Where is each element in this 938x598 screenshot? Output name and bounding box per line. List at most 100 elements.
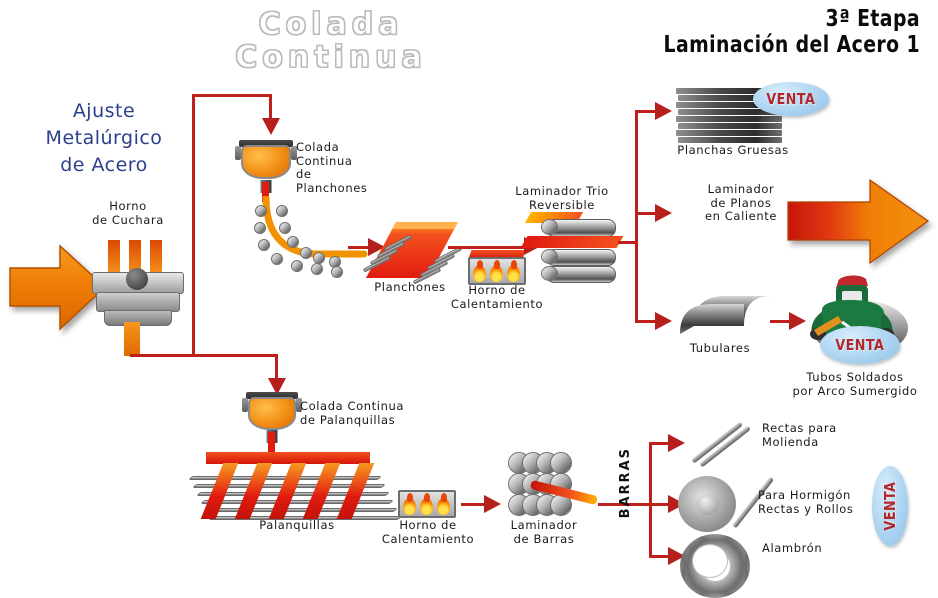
- caster-roller: [276, 205, 288, 217]
- label-plates: Planchas Gruesas: [677, 143, 789, 157]
- ladle-furnace-body: [96, 292, 180, 312]
- label-bar-mill: Laminador de Barras: [510, 518, 578, 546]
- ladle-furnace-hub: [126, 268, 148, 290]
- label-hot-strip-mill: Laminador de Planos en Caliente: [704, 182, 778, 223]
- label-slabs: Planchones: [374, 280, 446, 294]
- venta-badge-plates: VENTA: [753, 82, 829, 116]
- venta-badge-rebar: VENTA: [872, 466, 908, 546]
- arrow-to-tubulars: [655, 312, 672, 330]
- flame-icon: [473, 260, 486, 282]
- electrode: [108, 240, 120, 276]
- arrow-to-welded-pipes: [789, 312, 806, 330]
- ladle-body: [241, 145, 291, 180]
- arrow-into-billet-caster: [268, 378, 286, 395]
- branch-bus-bottom: [649, 442, 652, 558]
- connector-branch-plates: [635, 110, 657, 113]
- conveyor-roller: [200, 500, 394, 504]
- connector-branch-wire-rod: [649, 555, 671, 558]
- conveyor-roller: [204, 508, 398, 512]
- hot-strip-mill-arrow: [787, 178, 930, 265]
- branch-bus-top: [635, 110, 638, 322]
- trio-mill-roll-end: [541, 249, 558, 264]
- label-billets: Palanquillas: [259, 518, 335, 532]
- ladle-body: [248, 397, 296, 430]
- trio-mill-roll-end: [541, 266, 558, 281]
- billet-caster-stream: [268, 432, 275, 454]
- plates-product: [676, 88, 782, 150]
- reheat-furnace-top: [468, 257, 526, 285]
- venta-badge-pipes: VENTA: [820, 326, 900, 364]
- grinding-bar-product: [691, 421, 743, 464]
- caster-roller: [300, 247, 312, 259]
- caster-roller: [271, 253, 283, 265]
- ladle-rim: [239, 140, 293, 147]
- connector-tubulars-to-pipes: [770, 320, 792, 323]
- label-slab-caster: Colada Continua de Planchones: [296, 140, 368, 195]
- flame-icon: [437, 493, 450, 515]
- venta-badge-label: VENTA: [766, 90, 816, 108]
- arrow-into-slab-caster: [262, 118, 280, 135]
- page-title-colada-continua: Colada Continua: [235, 7, 427, 75]
- rebar-coil-hub: [697, 494, 719, 515]
- slab-caster-ladle: [235, 140, 297, 193]
- venta-badge-label: VENTA: [881, 481, 899, 531]
- connector-to-slab-caster: [192, 94, 272, 97]
- electrode: [150, 240, 162, 276]
- connector-to-billet-caster: [192, 354, 278, 357]
- connector-riser: [192, 94, 195, 356]
- flame-icon: [420, 493, 433, 515]
- arrow-to-plates: [655, 102, 672, 120]
- label-reheat-furnace-top: Horno de Calentamiento: [450, 283, 544, 311]
- caster-roller: [311, 263, 323, 275]
- conveyor-roller: [383, 234, 413, 252]
- arrow-to-bar-mill: [484, 495, 501, 513]
- connector-branch-hotstrip: [635, 212, 657, 215]
- connector-reheat-to-bar-mill: [461, 503, 487, 506]
- arrow-to-grinding-bars: [668, 434, 685, 452]
- ladle-furnace-tap: [124, 322, 140, 356]
- connector-branch-grinding-bars: [649, 442, 671, 445]
- wire-rod-coil-inner: [692, 544, 728, 578]
- caster-roller: [254, 222, 266, 234]
- inbound-orange-arrow: [9, 244, 107, 331]
- stage-subtitle: Laminación del Acero 1: [663, 32, 920, 58]
- caster-roller: [291, 260, 303, 272]
- label-welded-pipes: Tubos Soldados por Arco Sumergido: [792, 370, 918, 398]
- ladle-rim: [246, 392, 298, 399]
- connector-slabs-to-reheat: [448, 246, 528, 249]
- billet-caster-ladle: [242, 392, 302, 443]
- label-grinding-bars: Rectas para Molienda: [762, 421, 837, 449]
- label-wire-rod: Alambrón: [762, 541, 823, 555]
- label-trio-mill: Laminador Trio Reversible: [515, 184, 609, 212]
- connector-caster-to-slabs: [348, 246, 370, 249]
- caster-roller: [331, 266, 343, 278]
- connector-drop-billet-caster: [275, 354, 278, 380]
- label-tubulars: Tubulares: [689, 341, 751, 355]
- connector-branch-tubulars: [635, 320, 657, 323]
- venta-badge-label: VENTA: [835, 336, 885, 354]
- ladle-lug-left: [242, 398, 248, 412]
- arrow-to-hot-strip-mill: [655, 204, 672, 222]
- flame-icon: [490, 260, 503, 282]
- caster-roller: [258, 239, 270, 251]
- bar-mill-roll: [550, 452, 572, 474]
- trio-mill-roll-end: [541, 219, 558, 235]
- ladle-lug-right: [291, 146, 297, 160]
- billet-distributor: [206, 452, 370, 464]
- left-section-title: Ajuste Metalúrgico de Acero: [45, 100, 163, 176]
- connector-bar-mill-to-bus: [598, 503, 650, 506]
- caster-roller: [287, 236, 299, 248]
- flame-icon: [403, 493, 416, 515]
- connector-branch-rebar: [649, 503, 671, 506]
- label-ladle-furnace: Horno de Cuchara: [92, 199, 164, 227]
- ladle-lug-right: [296, 398, 302, 412]
- slab-conveyor: [360, 222, 464, 288]
- caster-roller: [279, 222, 291, 234]
- caster-roller: [255, 205, 267, 217]
- label-reheat-furnace-bottom: Horno de Calentamiento: [381, 518, 475, 546]
- label-billet-caster: Colada Continua de Palanquillas: [300, 399, 404, 427]
- flame-icon: [507, 260, 520, 282]
- connector-trio-to-bus: [618, 241, 638, 244]
- label-bars-bus: BARRAS: [618, 447, 633, 519]
